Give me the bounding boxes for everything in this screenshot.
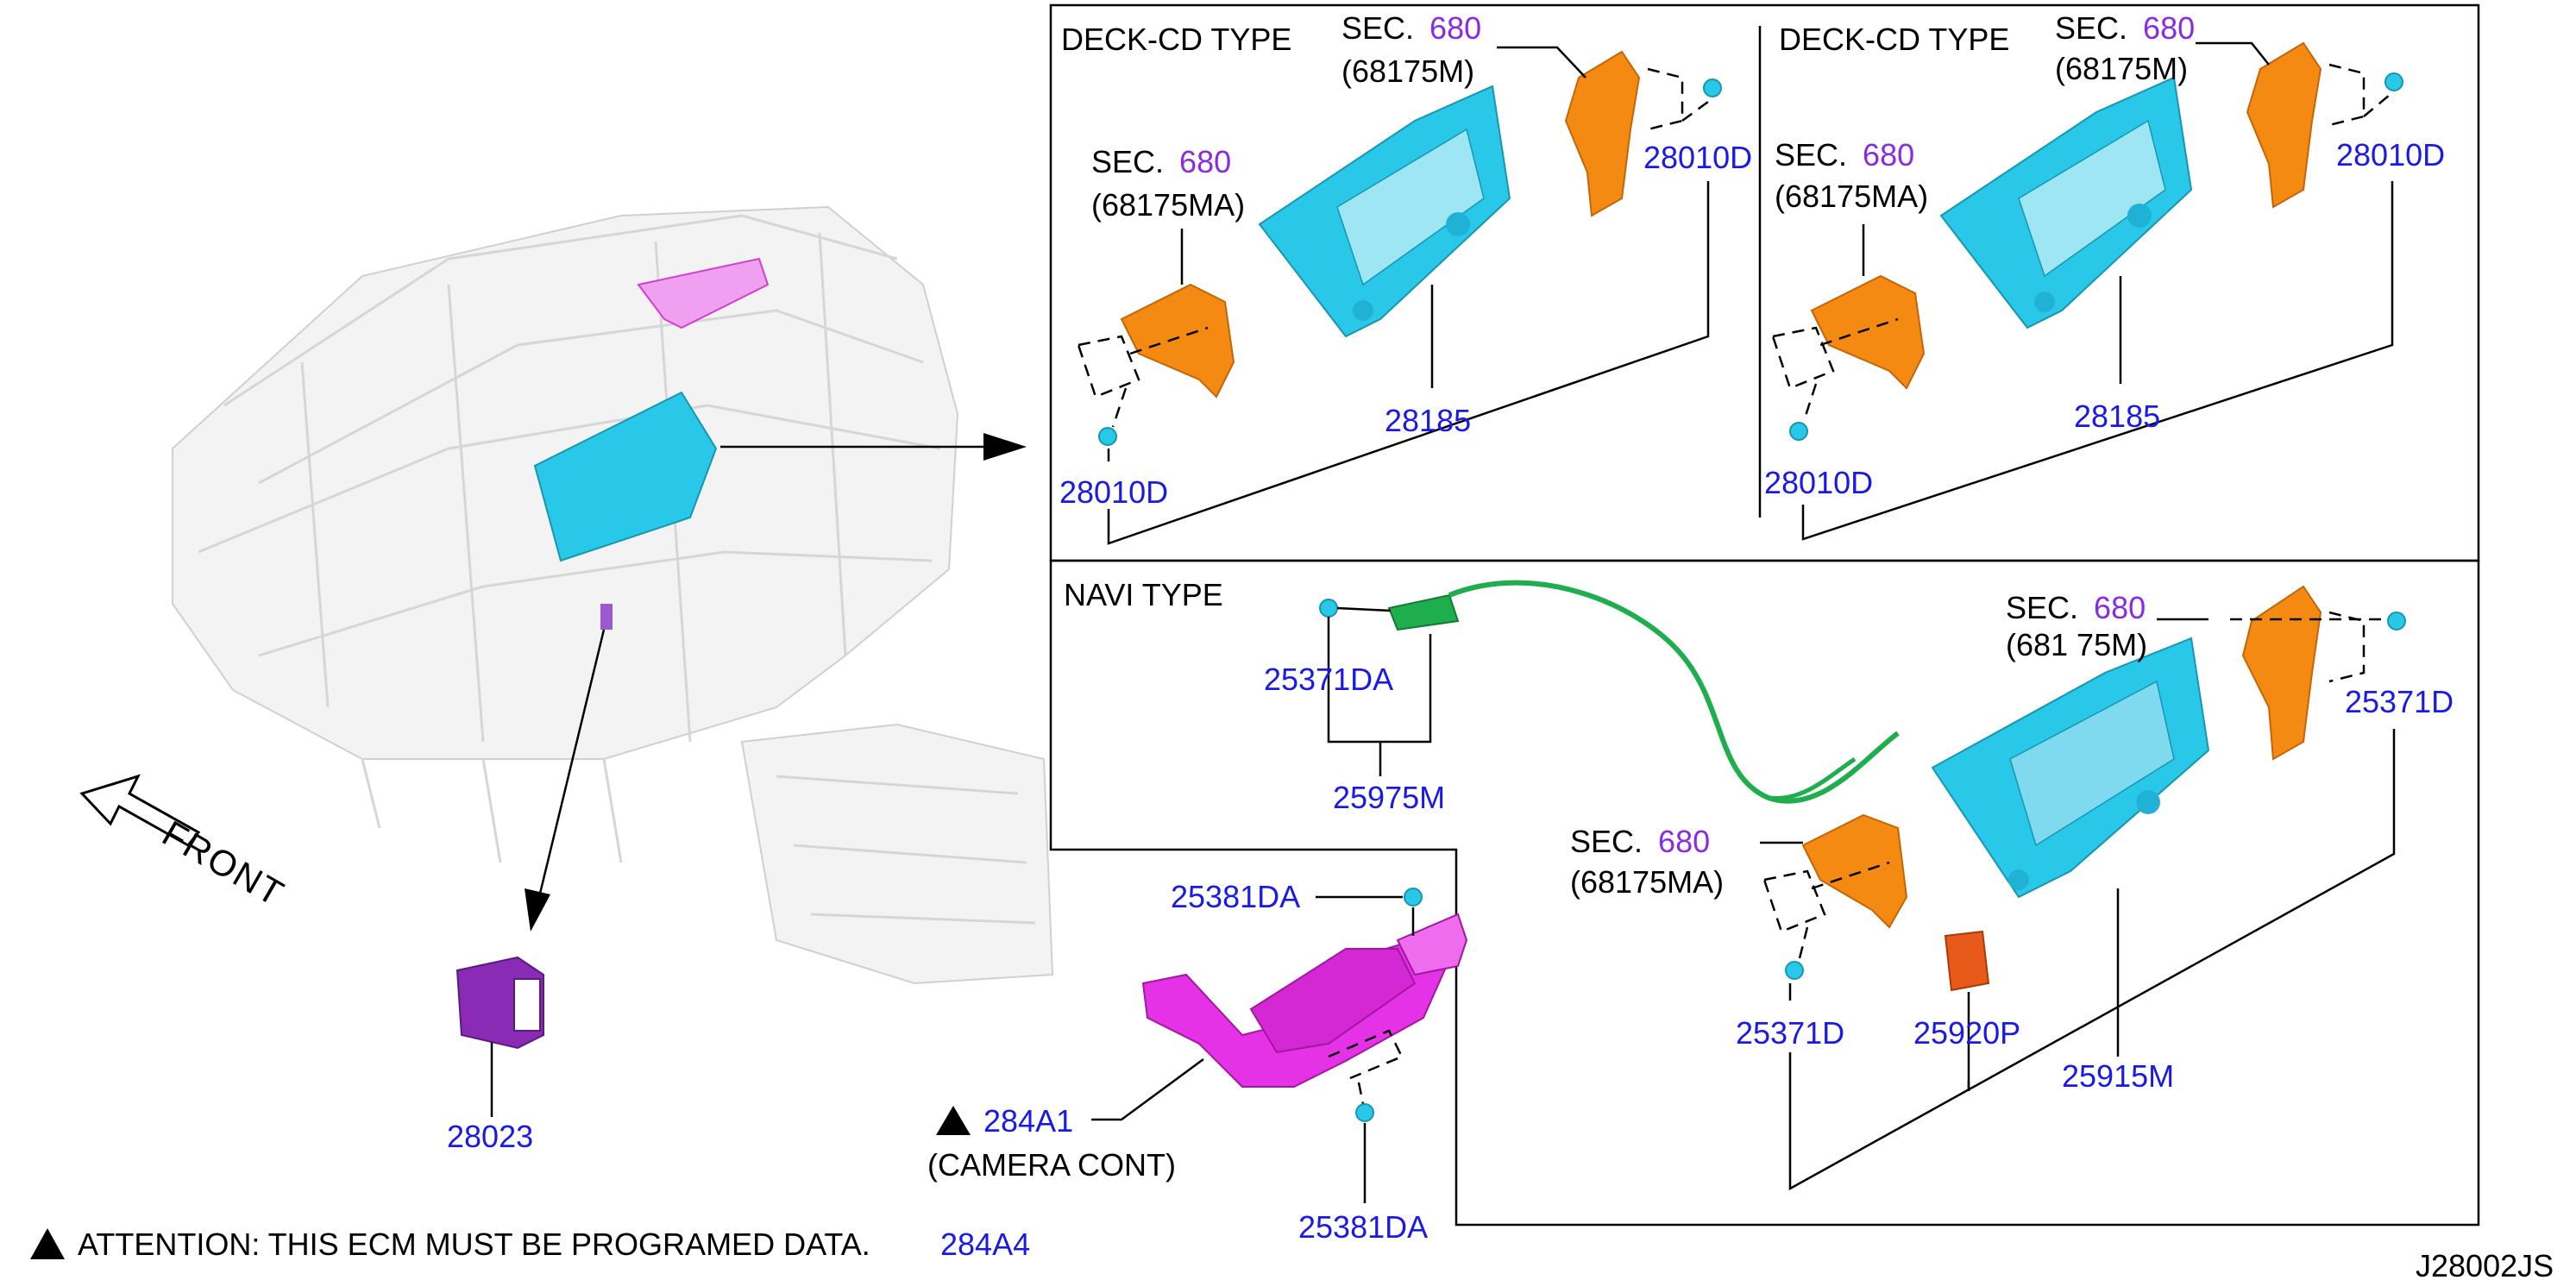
deck-cd-left-dash-right <box>1647 67 1684 131</box>
part-28185-left: 28185 <box>1385 403 1471 438</box>
navi-dash-left <box>1762 869 1826 933</box>
screw-navi-right <box>2387 612 2406 631</box>
attention-triangle-camera <box>936 1106 971 1135</box>
deck-cd-left-audio-unit <box>1258 85 1511 338</box>
screw-left-left <box>1098 427 1117 446</box>
part-284a1: 284A1 <box>983 1103 1073 1139</box>
navi-pad-25920p <box>1944 930 1990 992</box>
screw-right-right <box>2384 72 2403 91</box>
deck-cd-right-dash-right <box>2328 63 2366 127</box>
sec-label-ma-left: SEC. 680 <box>1091 144 1231 179</box>
dash-camera-cont-highlight <box>637 257 770 329</box>
navi-display-unit-25915m <box>1931 637 2210 899</box>
sec-label-m-navi: SEC. 680 <box>2006 590 2146 625</box>
deck-cd-right-bracket-left <box>1810 274 1926 390</box>
screw-navi-harness <box>1319 599 1338 618</box>
attention-part: 284A4 <box>940 1227 1030 1262</box>
bracket-code-ma-navi: (68175MA) <box>1570 864 1724 900</box>
bracket-code-m-left: (68175M) <box>1341 53 1474 89</box>
part-28023: 28023 <box>447 1119 533 1154</box>
part-25381da-bottom: 25381DA <box>1298 1209 1428 1245</box>
part-28185-right: 28185 <box>2074 398 2160 434</box>
camera-dash2 <box>1357 1082 1365 1105</box>
arrowhead-audio <box>983 433 1027 461</box>
dash-audio-unit-highlight <box>533 391 718 562</box>
leader-navi-bracket <box>1788 729 2396 1191</box>
deck-cd-left-dash-left <box>1077 335 1140 398</box>
camera-dash <box>1328 1029 1404 1080</box>
navi-bracket-left <box>1801 813 1908 929</box>
navi-bracket-right <box>2241 585 2322 761</box>
switch-28023 <box>456 956 544 1117</box>
leader-28010d-right-bracket <box>1801 181 2394 541</box>
part-25915m: 25915M <box>2062 1058 2174 1094</box>
dash-switch-highlight <box>600 604 613 630</box>
deck-cd-left-bracket-right <box>1564 50 1641 217</box>
diagram-code: J28002JS <box>2416 1248 2554 1280</box>
arrow-to-switch <box>537 629 606 898</box>
attention-triangle <box>30 1228 65 1259</box>
camera-controller-284a1 <box>1141 913 1468 1088</box>
part-28010d-right-left: 28010D <box>1764 465 1873 500</box>
arrowhead-switch <box>525 888 550 932</box>
leader-sec-m-right <box>2196 41 2270 66</box>
screw-camera-bottom <box>1355 1103 1374 1122</box>
camera-cont-label: (CAMERA CONT) <box>927 1147 1176 1183</box>
deck-cd-left-dash-left2 <box>1129 326 1209 355</box>
part-28010d-left-left: 28010D <box>1059 474 1168 510</box>
screw-left-right <box>1703 78 1722 97</box>
navi-harness-25975m <box>1387 580 1900 804</box>
deck-cd-left-dash-left3 <box>1111 387 1128 428</box>
deck-cd-right-audio-unit <box>1939 76 2193 329</box>
part-28010d-left-right: 28010D <box>1643 140 1752 175</box>
sec-label-ma-navi: SEC. 680 <box>1570 824 1710 859</box>
attention-note: ATTENTION: THIS ECM MUST BE PROGRAMED DA… <box>78 1227 870 1262</box>
deck-cd-left-dash-right2 <box>1681 100 1709 122</box>
navi-dash-right <box>2328 611 2366 683</box>
front-label: FRONT <box>156 813 292 914</box>
part-25371da: 25371DA <box>1264 662 1393 697</box>
deck-cd-right-dash-left2 <box>1819 317 1899 347</box>
leader-28010d-left-bracket <box>1107 181 1710 545</box>
screw-camera-top <box>1404 888 1423 907</box>
navi-title: NAVI TYPE <box>1064 577 1223 612</box>
deck-cd-right-dash-right2 <box>2363 94 2391 117</box>
part-25381da-top: 25381DA <box>1171 879 1300 914</box>
deck-cd-left-title: DECK-CD TYPE <box>1061 22 1291 57</box>
navi-frame <box>1049 559 2480 1227</box>
sec-label-ma-right: SEC. 680 <box>1775 137 1914 173</box>
deck-cd-right-dash-left3 <box>1803 383 1818 419</box>
deck-cd-left-bracket-left <box>1120 283 1235 398</box>
sec-label-m-left: SEC. 680 <box>1341 10 1481 46</box>
deck-cd-right-title: DECK-CD TYPE <box>1779 22 2009 57</box>
bracket-code-ma-right: (68175MA) <box>1775 179 1928 214</box>
deck-cd-right-dash-left <box>1771 326 1835 390</box>
part-25371d-left: 25371D <box>1736 1015 1844 1051</box>
part-25371d-right: 25371D <box>2345 684 2453 719</box>
leader-harness-screw <box>1336 606 1392 612</box>
part-25975m: 25975M <box>1333 780 1445 815</box>
deck-cd-right-bracket-right <box>2246 41 2322 209</box>
part-28010d-right-right: 28010D <box>2336 137 2445 173</box>
bracket-code-ma-left: (68175MA) <box>1091 187 1245 223</box>
navi-dash-left3 <box>1797 926 1809 963</box>
sec-label-m-right: SEC. 680 <box>2055 10 2195 46</box>
part-25920p: 25920P <box>1913 1015 2020 1051</box>
dashboard-illustration <box>172 205 1054 985</box>
bracket-code-m-right: (68175M) <box>2055 51 2188 86</box>
screw-right-left <box>1789 422 1808 441</box>
leader-284a1 <box>1091 1057 1204 1121</box>
leader-sec-m-left <box>1497 46 1586 78</box>
navi-dash-left2 <box>1811 861 1890 890</box>
screw-navi-left <box>1785 961 1804 980</box>
front-direction-arrow: FRONT <box>79 774 292 914</box>
bracket-code-m-navi: (681 75M) <box>2006 627 2147 662</box>
